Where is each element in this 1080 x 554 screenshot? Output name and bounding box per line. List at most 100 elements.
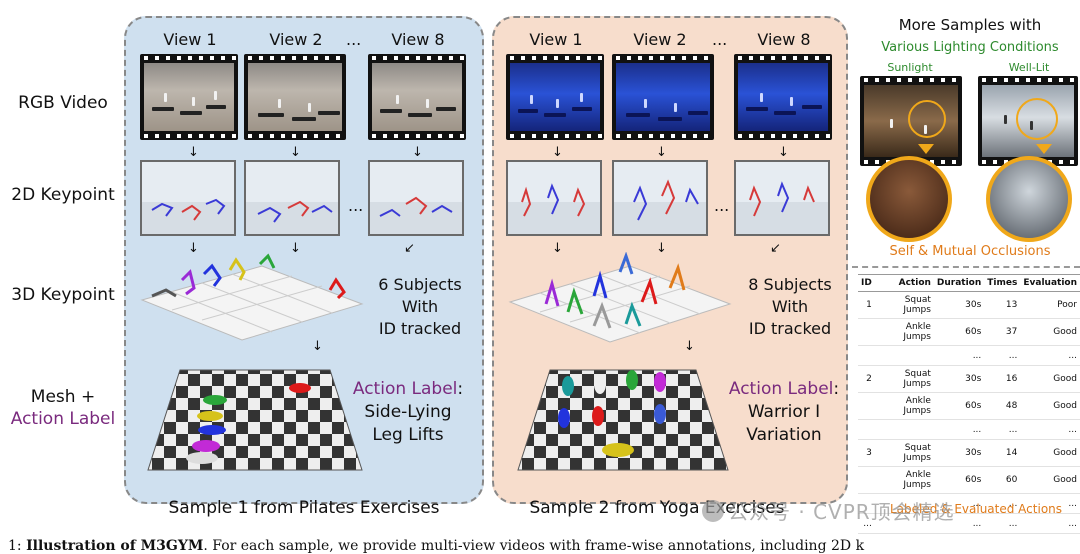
cell-evaluation: Poor bbox=[1020, 291, 1080, 319]
yoga-arrow-4: ↓ bbox=[552, 241, 563, 256]
pilates-video-view-1 bbox=[140, 54, 238, 140]
cell-id bbox=[858, 466, 875, 494]
row-label-mesh: Mesh + Action Label bbox=[4, 386, 122, 430]
pilates-action-line2: Leg Lifts bbox=[372, 425, 444, 445]
pilates-video-view-8 bbox=[368, 54, 466, 140]
col-evaluation: Evaluation bbox=[1020, 274, 1080, 292]
cell-evaluation: Good bbox=[1020, 439, 1080, 467]
yoga-arrow-7: ↓ bbox=[684, 339, 695, 354]
cell-duration: 60s bbox=[933, 392, 985, 420]
yoga-arrow-3: ↓ bbox=[778, 145, 789, 160]
yoga-arrow-2: ↓ bbox=[656, 145, 667, 160]
col-id: ID bbox=[858, 274, 875, 292]
yoga-view-8-label: View 8 bbox=[757, 30, 811, 49]
pilates-3d-keypoint-grid bbox=[140, 253, 364, 341]
pilates-subjects-line2: With bbox=[401, 297, 439, 316]
evaluation-table-header: ID Action Duration Times Evaluation bbox=[858, 274, 1080, 292]
pilates-arrow-7: ↓ bbox=[312, 339, 323, 354]
row-label-3d: 3D Keypoint bbox=[11, 285, 115, 305]
cell-duration: 30s bbox=[933, 439, 985, 467]
pilates-subjects-line3: ID tracked bbox=[378, 319, 462, 338]
lighting-subtitle: Various Lighting Conditions bbox=[881, 40, 1059, 55]
sunlight-label: Sunlight bbox=[887, 61, 933, 74]
cell-id bbox=[858, 419, 875, 440]
yoga-subjects-line1: 8 Subjects bbox=[748, 275, 832, 294]
cell-evaluation: Good bbox=[1020, 392, 1080, 420]
pilates-subjects-line1: 6 Subjects bbox=[378, 275, 462, 294]
cell-evaluation: Good bbox=[1020, 365, 1080, 393]
cell-id bbox=[858, 318, 875, 346]
pilates-mesh-checkerboard bbox=[147, 369, 363, 471]
cell-times: 60 bbox=[984, 466, 1021, 494]
cell-times: ... bbox=[984, 513, 1021, 534]
cell-id bbox=[858, 392, 875, 420]
cell-times: 16 bbox=[984, 365, 1021, 393]
cell-duration: 30s bbox=[933, 365, 985, 393]
pilates-action-label: Action Label bbox=[352, 379, 458, 399]
figure-caption-rest: . For each sample, we provide multi-view… bbox=[203, 538, 865, 554]
yoga-video-view-1 bbox=[506, 54, 604, 140]
yoga-2d-skeletons-8 bbox=[749, 181, 815, 217]
pilates-2d-skeletons-8 bbox=[379, 196, 453, 217]
cell-duration: 60s bbox=[933, 318, 985, 346]
pilates-view-2-label: View 2 bbox=[269, 30, 323, 49]
yoga-2d-ellipsis: ... bbox=[714, 196, 730, 215]
cell-evaluation: ... bbox=[1020, 419, 1080, 440]
col-action: Action bbox=[874, 274, 934, 292]
cell-times: ... bbox=[984, 419, 1021, 440]
yoga-2d-skeletons-2 bbox=[633, 179, 699, 221]
cell-id: 3 bbox=[858, 439, 875, 467]
table-row: ......... bbox=[858, 419, 1080, 440]
right-column-separator bbox=[852, 266, 1080, 268]
row-label-mesh-line1: Mesh + bbox=[30, 387, 96, 407]
pilates-view-1-label: View 1 bbox=[163, 30, 217, 49]
pilates-action-colon: : bbox=[457, 379, 464, 399]
cell-action: Squat Jumps bbox=[874, 291, 934, 319]
figure-caption-bold: Illustration of M3GYM bbox=[26, 538, 204, 554]
pilates-2d-keypoints-view-1 bbox=[140, 160, 236, 236]
cell-evaluation: ... bbox=[1020, 345, 1080, 366]
yoga-2d-keypoints-view-8 bbox=[734, 160, 830, 236]
cell-evaluation: ... bbox=[1020, 513, 1080, 534]
row-label-rgb: RGB Video bbox=[18, 93, 108, 113]
cell-action bbox=[874, 513, 934, 534]
cell-action: Ankle Jumps bbox=[874, 466, 934, 494]
cell-times: 37 bbox=[984, 318, 1021, 346]
yoga-view-1-label: View 1 bbox=[529, 30, 583, 49]
cell-evaluation: Good bbox=[1020, 318, 1080, 346]
well-lit-label: Well-Lit bbox=[1008, 61, 1050, 74]
cell-times: 48 bbox=[984, 392, 1021, 420]
well-lit-focus-ring bbox=[1016, 98, 1058, 140]
cell-times: 13 bbox=[984, 291, 1021, 319]
pilates-2d-skeletons-1 bbox=[151, 198, 226, 221]
pilates-view-8-label: View 8 bbox=[391, 30, 445, 49]
cell-action bbox=[874, 419, 934, 440]
pilates-2d-skeletons-2 bbox=[257, 200, 333, 223]
cell-id: 2 bbox=[858, 365, 875, 393]
yoga-view-ellipsis: ... bbox=[712, 30, 728, 49]
cell-times: ... bbox=[984, 345, 1021, 366]
yoga-2d-keypoints-view-2 bbox=[612, 160, 708, 236]
sunlight-occlusion-zoom bbox=[866, 156, 952, 242]
pilates-2d-keypoints-view-8 bbox=[368, 160, 464, 236]
cell-times: 14 bbox=[984, 439, 1021, 467]
cell-action: Ankle Jumps bbox=[874, 392, 934, 420]
yoga-arrow-5: ↓ bbox=[656, 241, 667, 256]
cell-action bbox=[874, 345, 934, 366]
yoga-action-label: Action Label bbox=[728, 379, 834, 399]
cell-id: ... bbox=[858, 513, 875, 534]
col-times: Times bbox=[984, 274, 1021, 292]
pilates-caption: Sample 1 from Pilates Exercises bbox=[168, 498, 440, 518]
occlusions-label: Self & Mutual Occlusions bbox=[889, 244, 1051, 259]
cell-evaluation: Good bbox=[1020, 466, 1080, 494]
pilates-2d-ellipsis: ... bbox=[348, 196, 364, 215]
row-label-mesh-line2: Action Label bbox=[10, 409, 116, 429]
sunlight-zoom-arrow bbox=[918, 144, 934, 154]
cell-action: Ankle Jumps bbox=[874, 318, 934, 346]
